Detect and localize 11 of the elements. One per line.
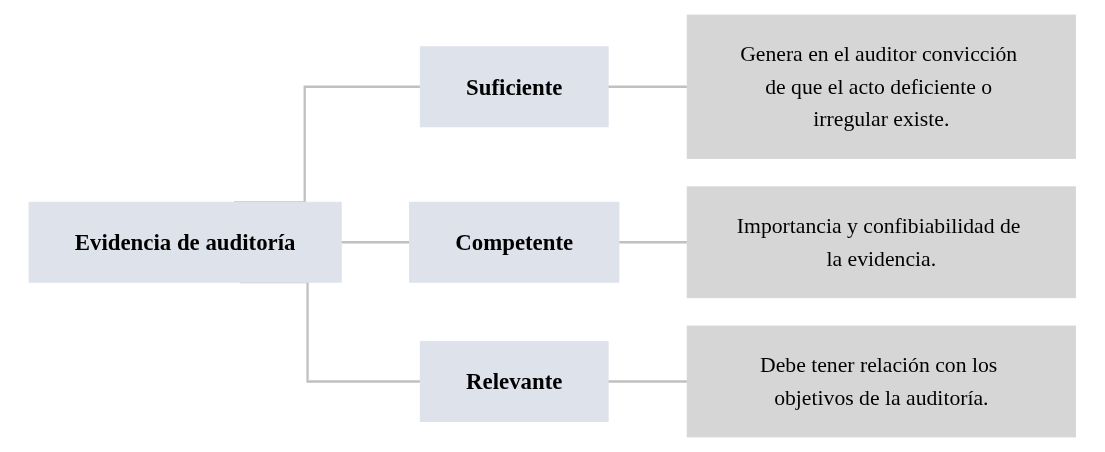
connector — [608, 85, 688, 88]
node-box: Importancia y confibiabilidad de la evidencia. — [686, 186, 1077, 299]
node-box: Debe tener relación con los objetivos de la auditoría. — [686, 325, 1077, 438]
node-box: Competente — [409, 201, 620, 283]
node-box: Genera en el auditor convicción de que el acto deficiente o irregular existe. — [686, 14, 1077, 159]
connector — [341, 241, 410, 244]
connector — [619, 241, 688, 244]
node-box: Evidencia de auditoría — [28, 201, 342, 283]
node-box: Suficiente — [420, 46, 609, 128]
connector — [608, 380, 688, 383]
node-box: Relevante — [420, 341, 609, 422]
